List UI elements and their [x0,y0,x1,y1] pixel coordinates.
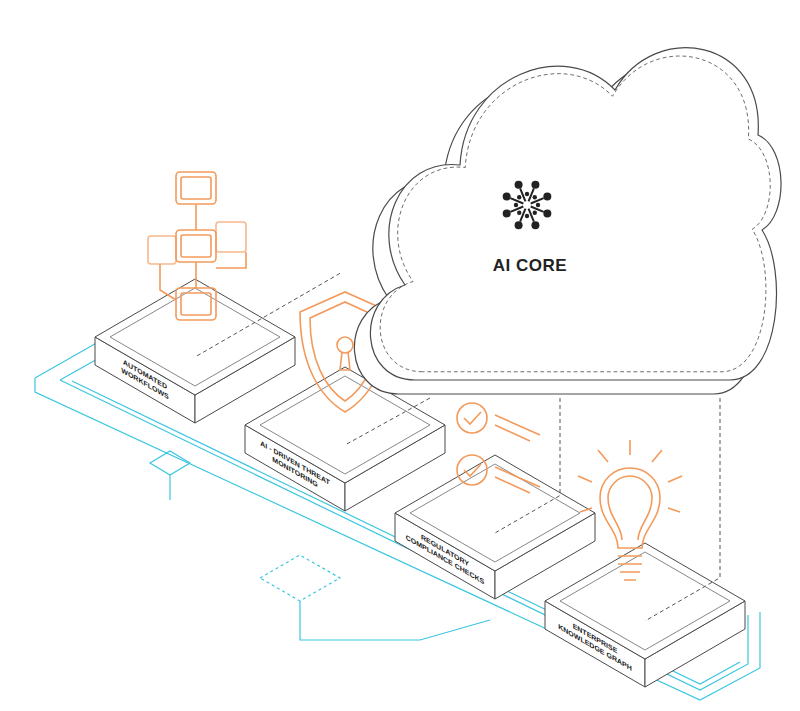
platform-node: AI - DRIVEN THREAT MONITORING [245,425,345,511]
cloud-outline [340,20,792,398]
cloud-node: AI CORE [340,20,792,398]
platform-node: REGULATORY COMPLIANCE CHECKS [395,513,495,599]
platform-label: AUTOMATED WORKFLOWS [102,346,188,413]
core-label: AI CORE [493,256,567,276]
platform-node: AUTOMATED WORKFLOWS [95,337,195,423]
platform-label: AI - DRIVEN THREAT MONITORING [253,435,337,500]
dashed-connector [345,398,430,445]
platform-label: REGULATORY COMPLIANCE CHECKS [402,522,488,589]
dashed-connector [195,273,340,357]
lightbulb-icon [578,440,682,580]
circuit-base [35,341,760,700]
platform-node: ENTERPRISE KNOWLEDGE GRAPH [545,601,645,687]
workflow-icon [148,172,246,320]
dashed-connector [645,398,720,621]
dashed-connector [495,398,560,533]
platform-label: ENTERPRISE KNOWLEDGE GRAPH [552,610,638,677]
